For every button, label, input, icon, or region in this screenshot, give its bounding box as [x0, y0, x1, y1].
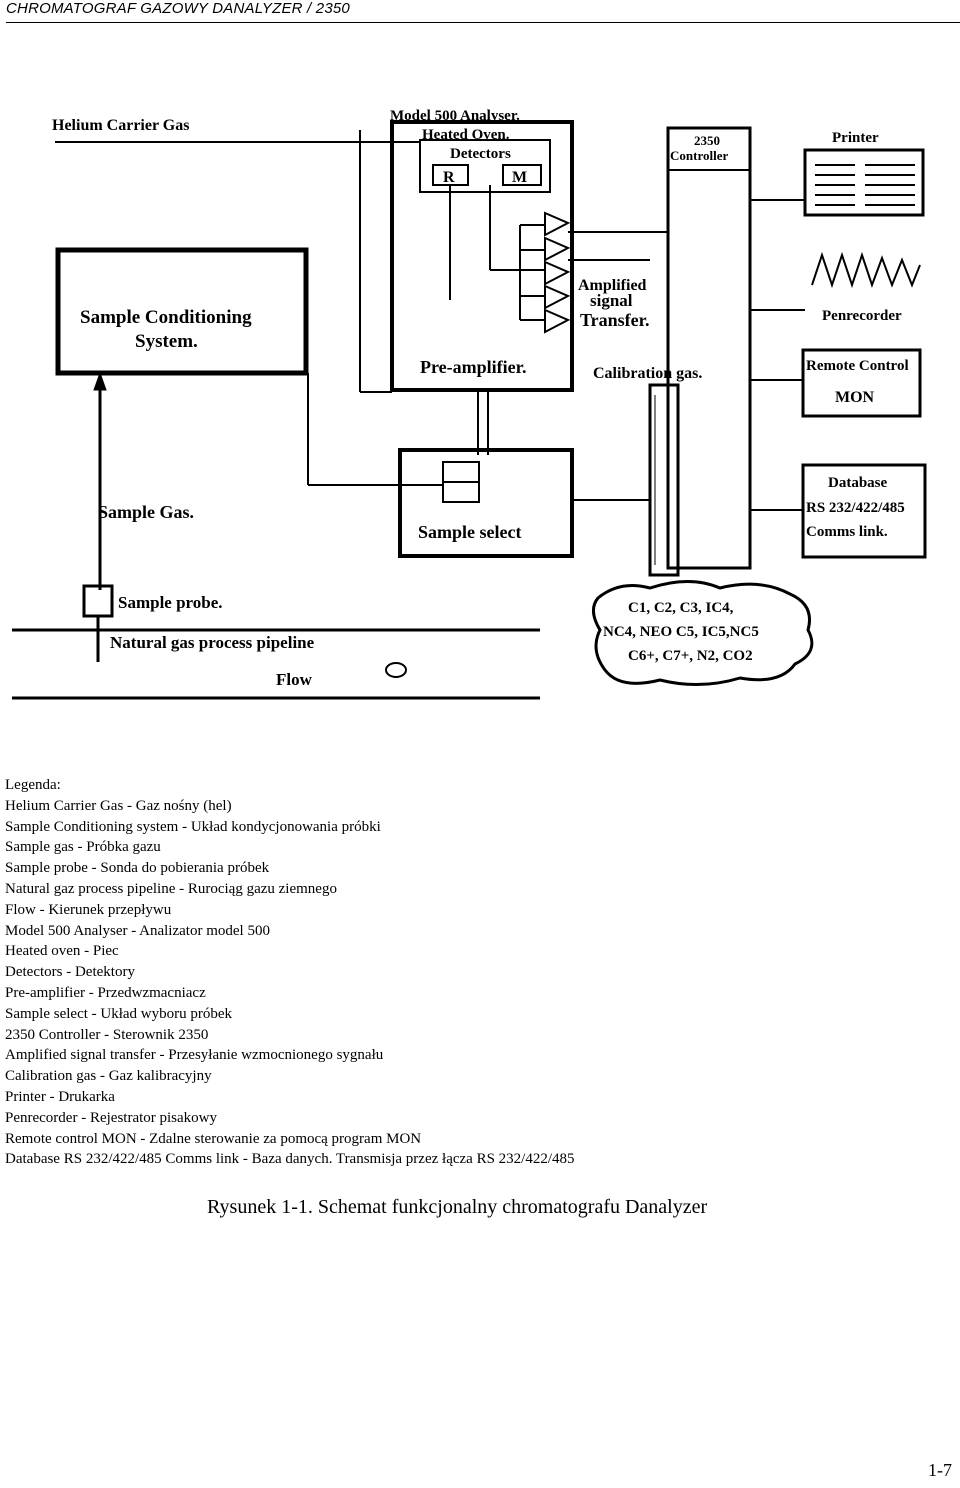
detector-m-box — [502, 164, 542, 186]
legend-item: Calibration gas - Gaz kalibracyjny — [5, 1068, 212, 1085]
label-flow: Flow — [276, 670, 313, 689]
label-pipeline: Natural gas process pipeline — [110, 633, 315, 652]
sample-conditioning-box — [55, 247, 309, 376]
sample-probe — [82, 584, 114, 618]
label-controller: Controller — [670, 148, 728, 163]
legend-item: Legenda: — [5, 777, 61, 793]
penrecorder-trace — [811, 251, 921, 289]
amplifier-3 — [544, 260, 571, 286]
amplifier-1 — [544, 211, 571, 237]
label-sample-gas: Sample Gas. — [98, 502, 194, 522]
label-scs-1: Sample Conditioning — [80, 307, 252, 328]
printer-box — [803, 148, 925, 217]
label-helium: Helium Carrier Gas — [52, 117, 189, 134]
label-detectors: Detectors — [450, 146, 511, 162]
label-amp-3: Transfer. — [580, 310, 650, 330]
legend-item: Pre-amplifier - Przedwzmacniacz — [5, 984, 206, 1001]
legend-item: Printer - Drukarka — [5, 1088, 115, 1105]
label-amp-2: signal — [590, 291, 633, 310]
legend-item: Penrecorder - Rejestrator pisakowy — [5, 1109, 218, 1126]
legend-item: Remote control MON - Zdalne sterowanie z… — [5, 1130, 422, 1147]
label-det-r: R — [443, 169, 455, 186]
label-remote-1: Remote Control — [806, 358, 909, 374]
legend-item: 2350 Controller - Sterownik 2350 — [5, 1026, 209, 1043]
label-scs-2: System. — [135, 331, 198, 352]
page-number: 1-7 — [928, 1460, 952, 1480]
calibration-cylinder — [648, 383, 680, 577]
header-title: CHROMATOGRAF GAZOWY DANALYZER / 2350 — [6, 0, 350, 17]
label-printer: Printer — [832, 130, 879, 146]
page-header: CHROMATOGRAF GAZOWY DANALYZER / 2350 — [6, 0, 960, 23]
analyser-box — [390, 120, 574, 392]
label-amp-1: Amplified — [578, 277, 647, 294]
label-heated-oven: Heated Oven. — [422, 127, 510, 143]
label-controller-number: 2350 — [694, 133, 720, 148]
legend-item: Helium Carrier Gas - Gaz nośny (hel) — [5, 797, 232, 814]
amplifier-4 — [544, 284, 571, 310]
legend-item: Sample select - Układ wyboru próbek — [5, 1005, 233, 1022]
label-sample-probe: Sample probe. — [118, 593, 223, 612]
label-database-1: Database — [828, 475, 888, 491]
label-sample-select: Sample select — [418, 522, 521, 542]
legend-item: Sample Conditioning system - Układ kondy… — [5, 818, 381, 835]
legend-item: Database RS 232/422/485 Comms link - Baz… — [5, 1151, 575, 1168]
components-cloud — [592, 580, 814, 686]
controller-box — [666, 126, 752, 570]
amplifier-5 — [544, 308, 571, 334]
legend-item: Model 500 Analyser - Analizator model 50… — [5, 922, 270, 939]
label-components-3: C6+, C7+, N2, CO2 — [628, 648, 753, 664]
label-database-2: RS 232/422/485 — [806, 500, 905, 516]
legend-item: Natural gaz process pipeline - Rurociąg … — [5, 880, 337, 897]
label-det-m: M — [512, 169, 527, 186]
legend-item: Flow - Kierunek przepływu — [5, 901, 172, 918]
legend-item: Sample probe - Sonda do pobierania próbe… — [5, 860, 270, 877]
legend: Legenda: Helium Carrier Gas - Gaz nośny … — [5, 775, 575, 1170]
legend-item: Amplified signal transfer - Przesyłanie … — [5, 1047, 384, 1064]
legend-item: Detectors - Detektory — [5, 964, 135, 981]
label-analyser: Model 500 Analyser. — [390, 108, 520, 124]
pipeline — [12, 628, 540, 700]
label-components-1: C1, C2, C3, IC4, — [628, 600, 734, 616]
figure-caption: Rysunek 1-1. Schemat funkcjonalny chroma… — [207, 1196, 708, 1218]
sample-select-box — [398, 448, 574, 558]
label-remote-2: MON — [835, 389, 875, 406]
label-calibration: Calibration gas. — [593, 365, 702, 382]
label-components-2: NC4, NEO C5, IC5,NC5 — [603, 624, 759, 640]
label-preamp: Pre-amplifier. — [420, 357, 526, 377]
legend-item: Heated oven - Piec — [5, 943, 119, 960]
amplifier-2 — [544, 236, 571, 262]
label-penrecorder: Penrecorder — [822, 308, 902, 324]
heated-oven-box — [419, 139, 551, 193]
legend-item: Sample gas - Próbka gazu — [5, 839, 161, 856]
label-database-3: Comms link. — [806, 524, 888, 540]
functional-diagram: Helium Carrier Gas Model 500 Analyser. H… — [12, 108, 927, 700]
remote-control-box — [801, 348, 922, 418]
